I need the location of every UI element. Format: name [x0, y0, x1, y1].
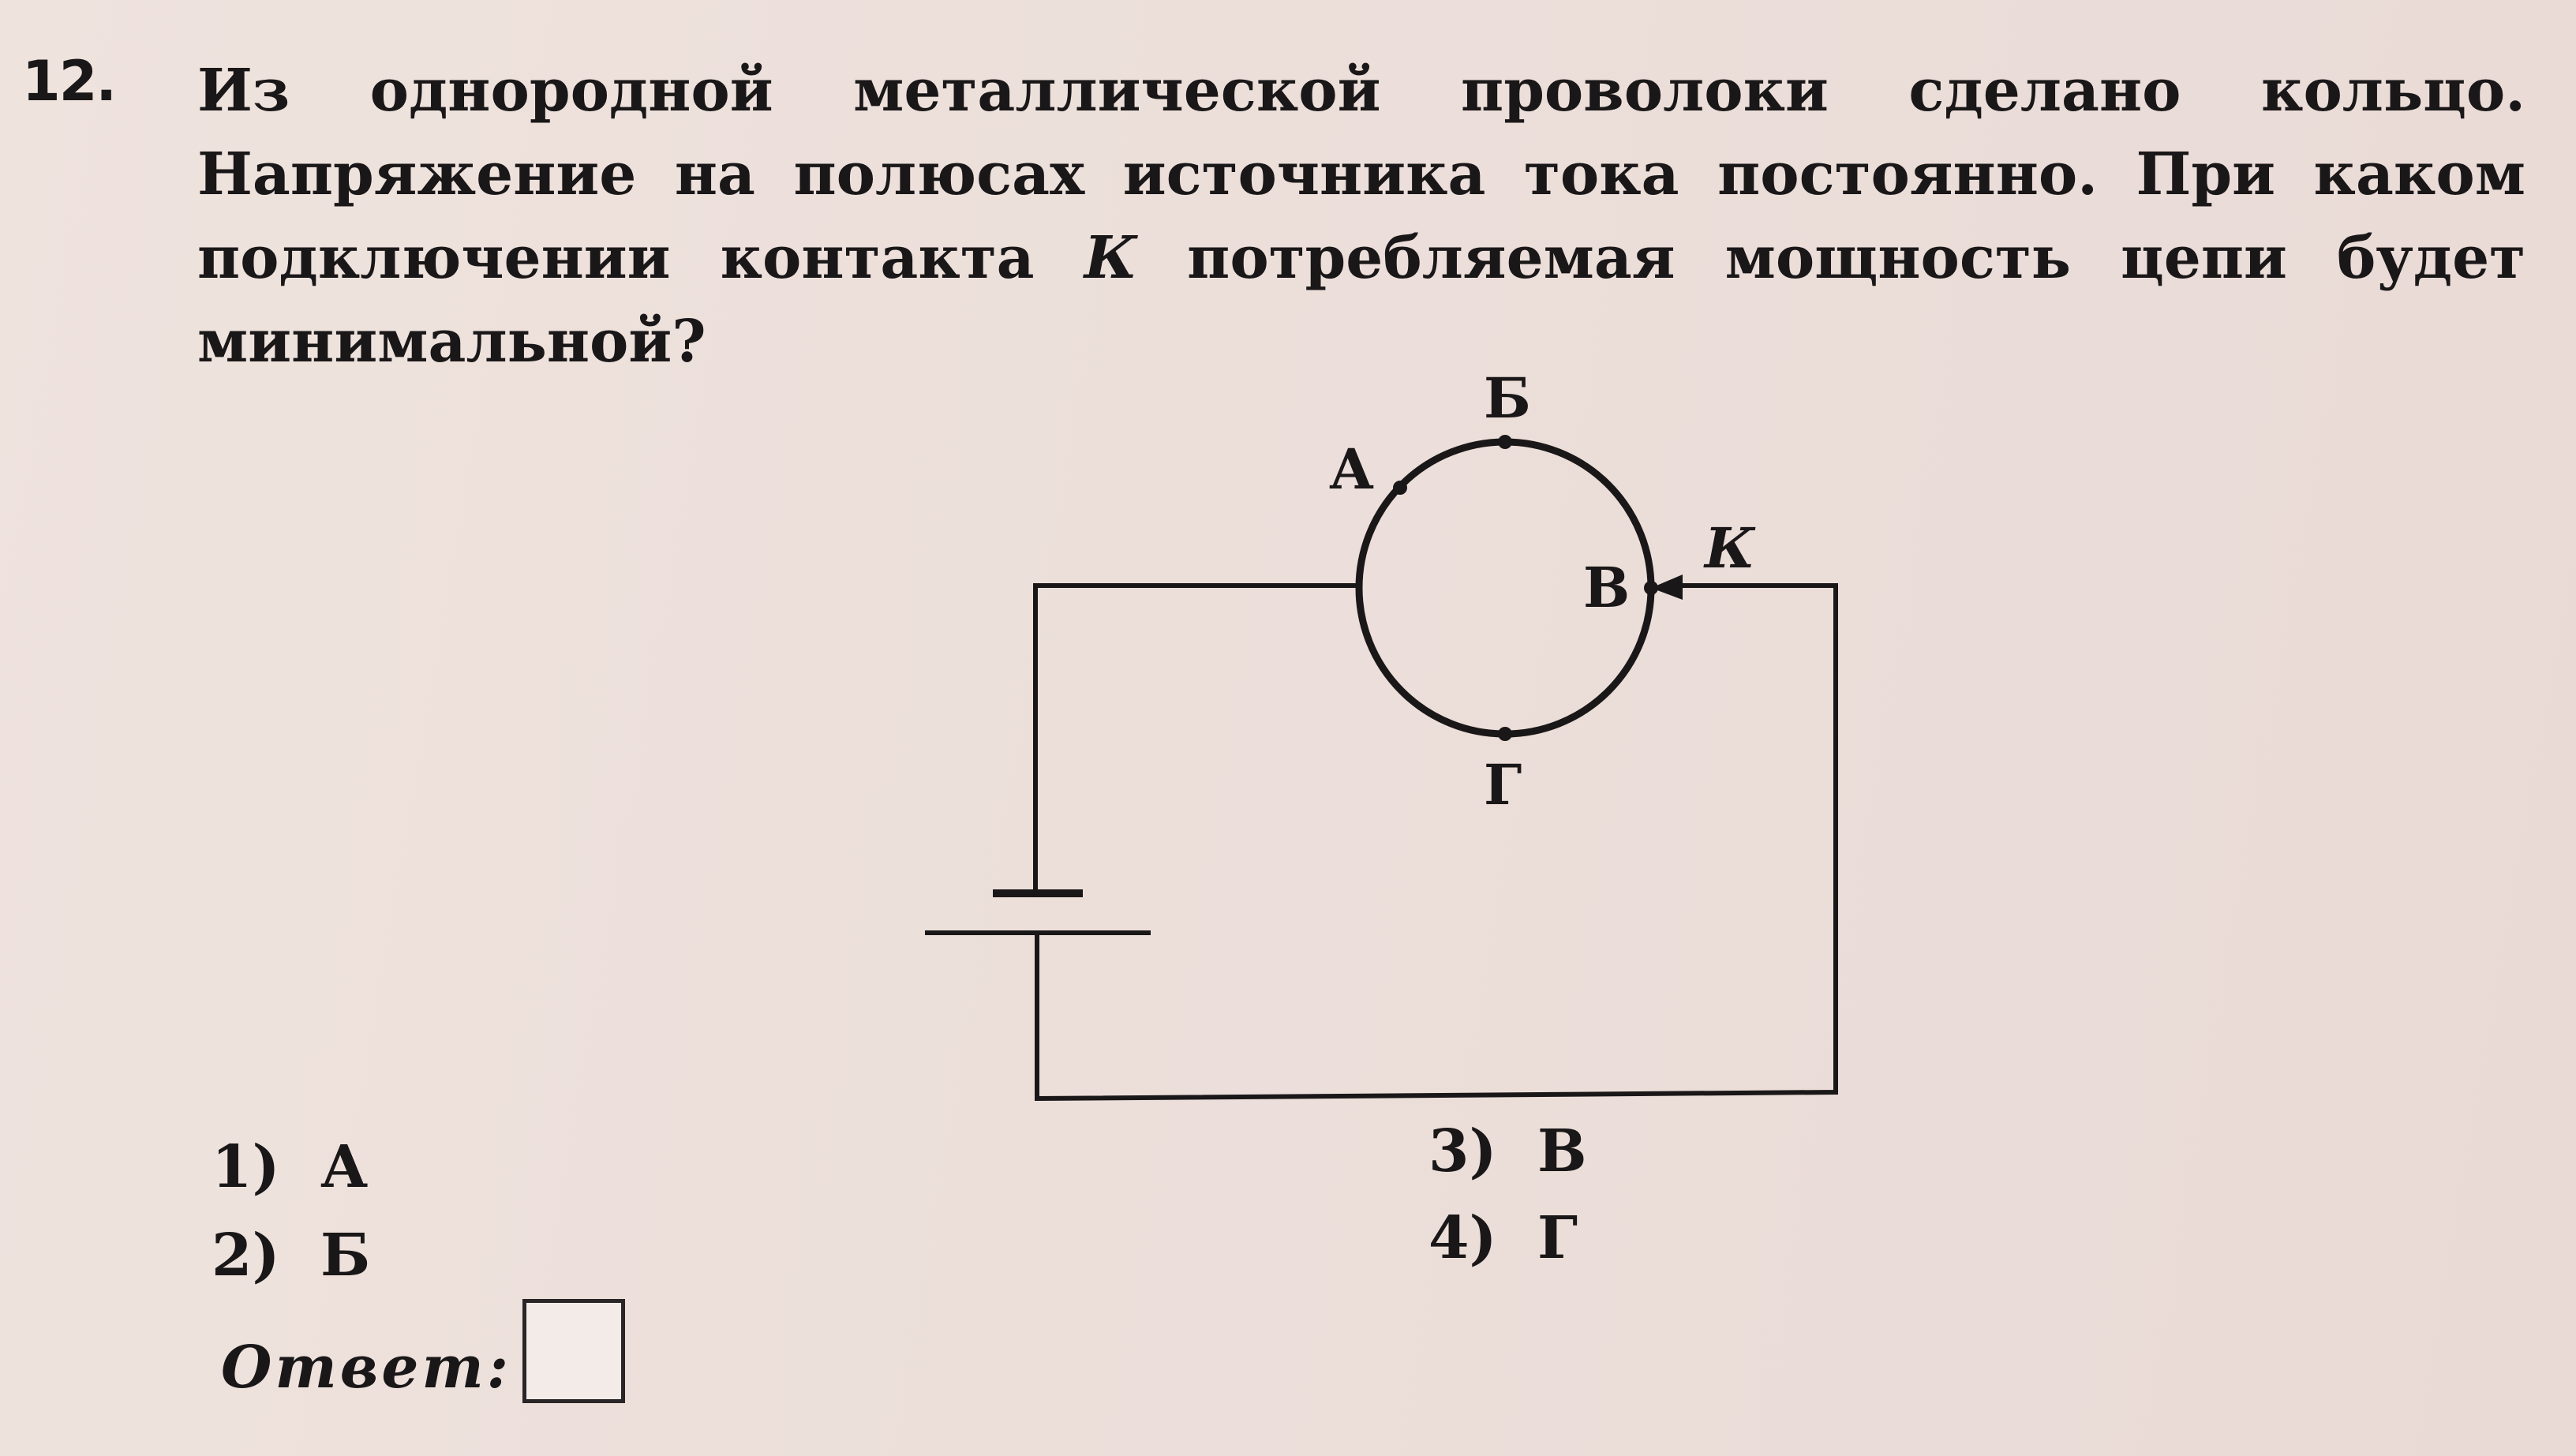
label-b: Б	[1484, 365, 1531, 431]
option-4-value: Г	[1537, 1204, 1578, 1272]
task-text-contact: К	[1084, 224, 1138, 292]
option-4-number: 4)	[1428, 1204, 1497, 1272]
point-a-dot	[1393, 481, 1407, 495]
point-g-dot	[1498, 727, 1512, 741]
option-3: 3) В	[1428, 1122, 1587, 1181]
option-2: 2) Б	[212, 1226, 370, 1285]
option-2-number: 2)	[212, 1222, 280, 1289]
label-k: К	[1705, 515, 1755, 581]
point-v-dot	[1644, 581, 1658, 595]
option-4: 4) Г	[1428, 1209, 1578, 1267]
task-text-main: Из однородной металлической проволоки сд…	[197, 57, 2525, 292]
option-1-number: 1)	[212, 1133, 280, 1201]
task-text-end: потребляемая мощность цепи будет минимал…	[197, 224, 2525, 376]
answer-label: Ответ:	[221, 1334, 512, 1402]
option-1-value: А	[320, 1133, 369, 1201]
option-1: 1) А	[212, 1138, 368, 1196]
label-a: А	[1329, 436, 1375, 502]
contact-k-arrowhead	[1651, 575, 1683, 600]
wire-bottom	[1035, 583, 1838, 1102]
task-text: Из однородной металлической проволоки сд…	[197, 49, 2525, 384]
wire-left	[1033, 583, 1359, 893]
option-3-value: В	[1537, 1117, 1587, 1185]
answer-box[interactable]	[522, 1299, 625, 1403]
point-b-dot	[1498, 435, 1512, 449]
label-g: Г	[1484, 752, 1522, 818]
label-v: В	[1583, 555, 1631, 620]
option-2-value: Б	[320, 1222, 371, 1289]
option-3-number: 3)	[1428, 1117, 1497, 1185]
task-number: 12.	[22, 49, 117, 114]
